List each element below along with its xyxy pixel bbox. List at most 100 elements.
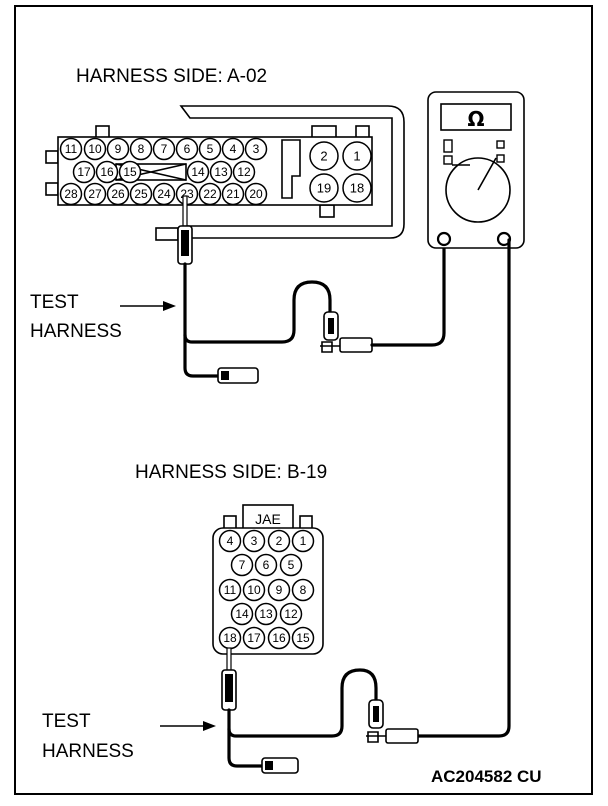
meter-terminal-left[interactable] [436,231,452,247]
a02-pin-20: 20 [244,182,268,206]
meter-lead-a [370,238,446,347]
b19-pin-9-circle [267,578,291,602]
b19-pin-6-circle [254,553,278,577]
a02-pin-4-circle [221,137,245,161]
b19-pin-4-circle [218,529,242,553]
b19-pin-4-label: 4 [227,534,234,548]
a02-pin-3: 3 [244,137,268,161]
a02-pin-27-circle [83,182,107,206]
b19-pin-7: 7 [230,553,254,577]
a02-pin-19-label: 19 [317,181,331,196]
a02-pin-21-circle [221,182,245,206]
a02-pin-4-label: 4 [230,142,237,156]
a02-pin-11-circle [59,137,83,161]
ohmmeter: Ω [427,91,525,249]
a02-pin-18: 18 [342,173,372,203]
b19-pin-13-label: 13 [259,607,273,621]
b19-pin-18-label: 18 [223,631,237,645]
a02-pin-14: 14 [186,160,210,184]
a02-pin-13: 13 [209,160,233,184]
a02-pin-17: 17 [72,160,96,184]
b19-pin-9: 9 [267,578,291,602]
a02-pin-19-circle [309,173,339,203]
b19-pin-17-circle [242,626,266,650]
b19-pin-8-circle [291,578,315,602]
a02-pin-21-label: 21 [226,187,240,201]
b19-pin-3-label: 3 [251,534,258,548]
a02-pin-9: 9 [106,137,130,161]
a02-pin-13-circle [209,160,233,184]
a02-pin-11-label: 11 [65,142,78,156]
meter-lead-b-connector [366,699,419,744]
a02-pin-26-circle [106,182,130,206]
b19-pin-17-label: 17 [247,631,261,645]
a02-pin-11: 11 [59,137,83,161]
b19-pin-10-label: 10 [247,583,261,597]
a02-pin-17-label: 17 [77,165,91,179]
b19-pin-14-label: 14 [235,607,249,621]
a02-pin-8-circle [129,137,153,161]
b19-pin-5: 5 [279,553,303,577]
a02-pin-12: 12 [232,160,256,184]
a02-pin-16-label: 16 [100,165,114,179]
a02-pin-26: 26 [106,182,130,206]
a02-pin-1-circle [342,141,372,171]
a02-pin-6-label: 6 [184,142,191,156]
b19-pin-12: 12 [279,602,303,626]
b19-pin-16-label: 16 [272,631,286,645]
test-harness-a-lead [183,262,332,344]
a02-pin-28: 28 [59,182,83,206]
a02-pin-21: 21 [221,182,245,206]
a02-pin-13-label: 13 [214,165,228,179]
harness-b-title: HARNESS SIDE: B-19 [135,462,327,483]
b19-pin-7-label: 7 [239,558,246,572]
a02-pin-8: 8 [129,137,153,161]
a02-pin-6: 6 [175,137,199,161]
a02-pin-15-label: 15 [123,165,137,179]
a02-pin-25-label: 25 [134,187,148,201]
a02-pin-5-circle [198,137,222,161]
test-harness-label-1: TEST HARNESS [30,292,176,342]
b19-pin-11-circle [218,578,242,602]
a02-pin-6-circle [175,137,199,161]
test-probe-a [177,195,193,265]
b19-pin-15: 15 [291,626,315,650]
a02-pin-2-label: 2 [320,149,327,164]
a02-pin-24-circle [152,182,176,206]
b19-pin-6: 6 [254,553,278,577]
ohm-symbol: Ω [467,107,484,131]
b19-pin-1-circle [291,529,315,553]
b19-pin-17: 17 [242,626,266,650]
a02-pin-1: 1 [342,141,372,171]
b19-pin-1: 1 [291,529,315,553]
harness-b-plug [261,757,299,774]
a02-pin-group-right: 2 1 19 18 [309,141,372,203]
b19-pin-16-circle [267,626,291,650]
a02-pin-4: 4 [221,137,245,161]
harness-a-plug [217,367,259,384]
a02-pin-22-label: 22 [203,187,217,201]
figure-id: AC204582 CU [431,767,542,786]
a02-pin-18-circle [342,173,372,203]
b19-pin-4: 4 [218,529,242,553]
b19-pin-5-circle [279,553,303,577]
a02-pin-27: 27 [83,182,107,206]
a02-pin-25: 25 [129,182,153,206]
b19-pin-8: 8 [291,578,315,602]
a02-pin-22-circle [198,182,222,206]
b19-pin-6-label: 6 [263,558,270,572]
b19-pin-10: 10 [242,578,266,602]
a02-pin-28-circle [59,182,83,206]
a02-pin-12-circle [232,160,256,184]
a02-pin-20-circle [244,182,268,206]
a02-pin-1-label: 1 [353,149,360,164]
b19-pin-15-label: 15 [296,631,310,645]
a02-pin-25-circle [129,182,153,206]
a02-pin-7: 7 [152,137,176,161]
b19-pin-3: 3 [242,529,266,553]
a02-pin-10: 10 [83,137,107,161]
b19-pin-12-label: 12 [284,607,298,621]
a02-pin-15-circle [118,160,142,184]
b19-pin-11: 11 [218,578,242,602]
